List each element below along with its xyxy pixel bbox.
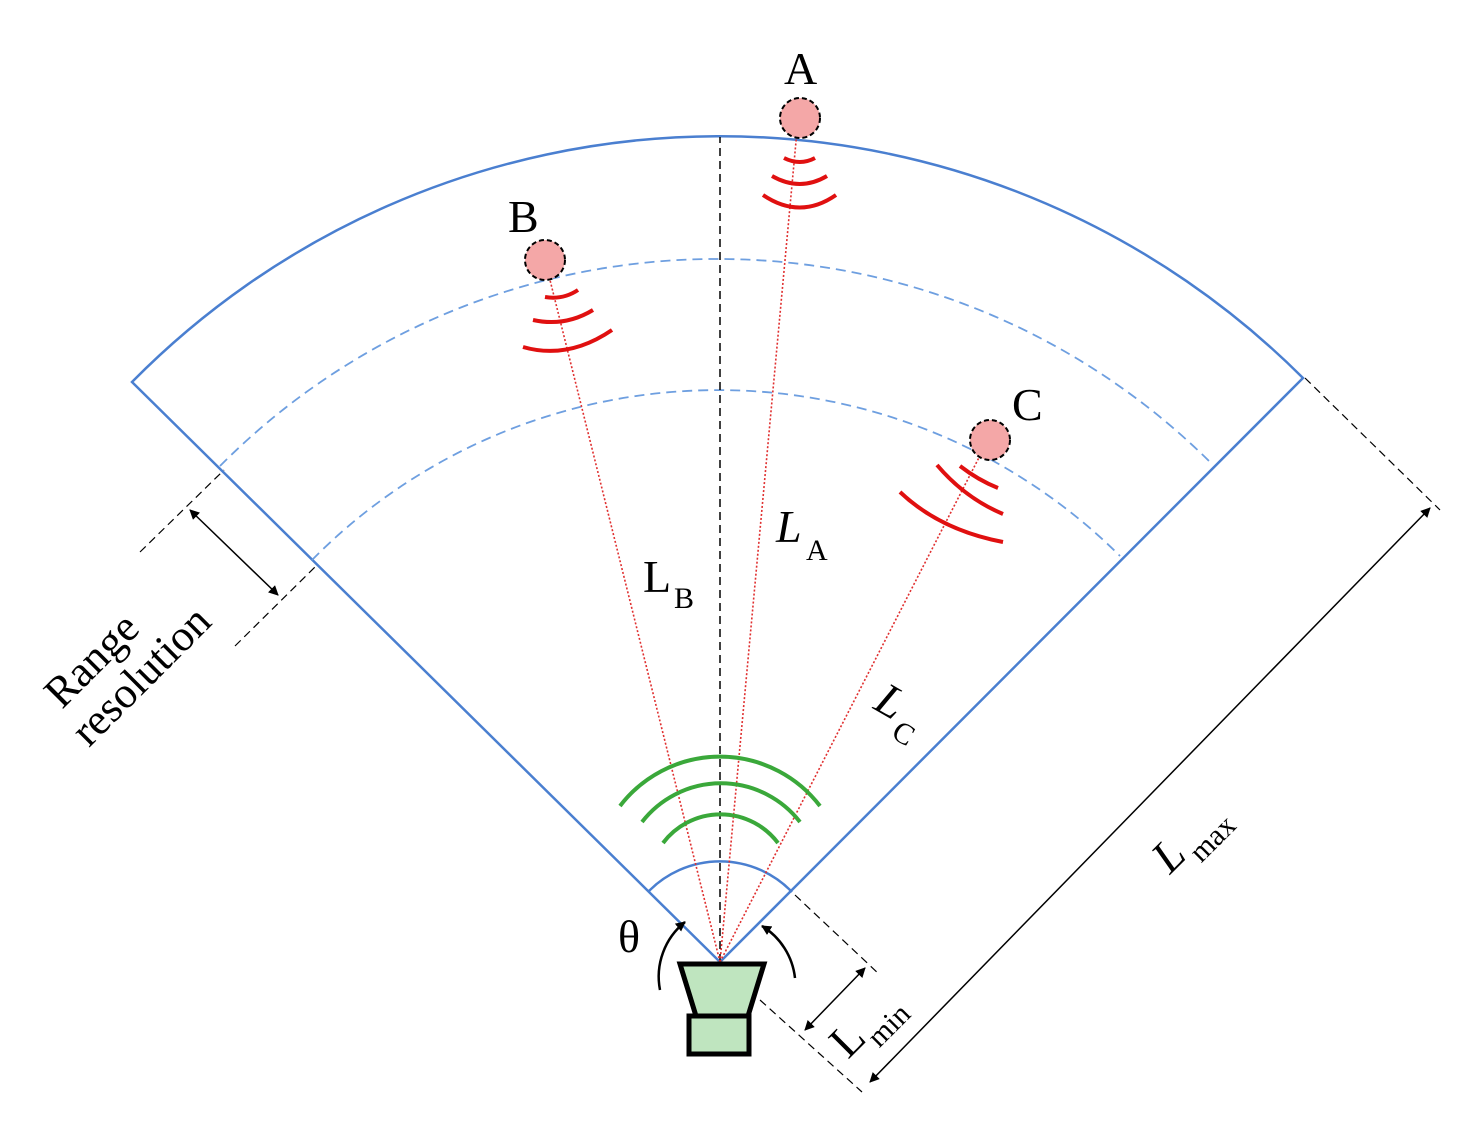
echo-a [761, 156, 838, 210]
range-ring-outer [219, 258, 1211, 467]
svg-text:L: L [1140, 828, 1195, 883]
svg-text:B: B [674, 582, 694, 615]
distance-label-c: L C [866, 672, 920, 753]
svg-text:L: L [643, 551, 671, 602]
echo-c [898, 463, 1004, 544]
svg-text:max: max [1183, 809, 1243, 869]
svg-text:L: L [819, 1011, 875, 1067]
ultrasonic-sensor [676, 961, 768, 1057]
l-min-dimension [794, 894, 881, 1031]
ray-to-b [544, 259, 721, 963]
svg-text:A: A [806, 534, 828, 567]
range-resolution-dimension [139, 469, 319, 647]
ray-to-a [719, 119, 799, 963]
target-a-label: A [784, 43, 817, 94]
minimum-range-arc [647, 860, 793, 893]
l-max-dimension [759, 377, 1441, 1093]
distance-label-a: L A [775, 501, 828, 567]
svg-text:L: L [775, 501, 802, 552]
target-a [779, 97, 821, 139]
target-c [969, 419, 1011, 461]
angle-label: θ [618, 911, 640, 962]
range-ring-inner [311, 389, 1121, 561]
detection-sector [130, 135, 1305, 964]
target-b [524, 239, 566, 281]
range-resolution-label: Range resolution [34, 596, 220, 755]
l-max-label: L max [1140, 809, 1243, 883]
l-min-label: L min [819, 997, 917, 1067]
transmit-wave [618, 754, 822, 845]
beam-angle-indicator [657, 921, 797, 991]
distance-label-b: L B [643, 551, 694, 615]
echo-b [522, 288, 614, 353]
target-c-label: C [1012, 379, 1043, 430]
target-b-label: B [508, 191, 539, 242]
ray-to-c [719, 439, 989, 963]
